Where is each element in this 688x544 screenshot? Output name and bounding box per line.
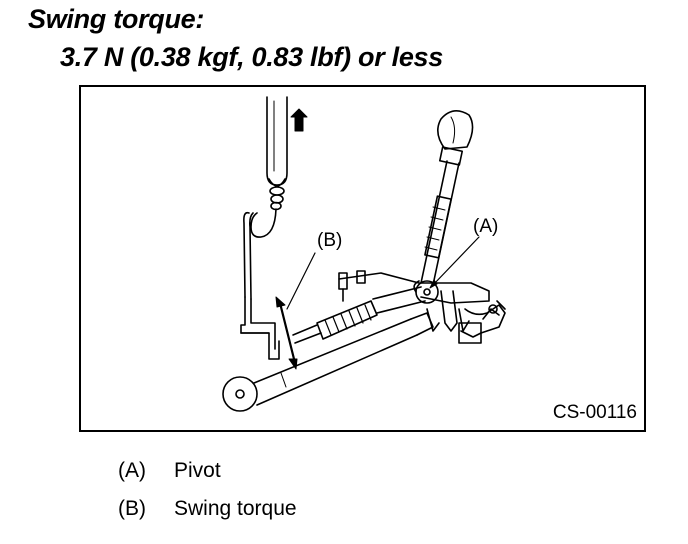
spring-scale [266, 96, 288, 211]
diagram-frame: (B) (A) CS-00116 [79, 85, 646, 432]
spec-value: 3.7 N (0.38 kgf, 0.83 lbf) or less [60, 42, 443, 72]
callout-b-label: (B) [317, 230, 343, 251]
upper-rod [292, 286, 426, 344]
legend-text: Pivot [174, 459, 221, 482]
mount-bracket [338, 270, 490, 332]
shift-lever-diagram [222, 96, 506, 412]
selector-housing [458, 300, 506, 344]
pull-up-arrow [290, 108, 308, 132]
legend-text: Swing torque [174, 497, 297, 520]
legend-key: (A) [118, 459, 146, 482]
swing-torque-arrow [275, 252, 316, 370]
pivot-ball [413, 236, 480, 304]
spec-title: Swing torque: [28, 4, 205, 34]
rubber-boot [316, 300, 378, 340]
figure-id: CS-00116 [552, 402, 637, 423]
hook-wire [240, 208, 280, 360]
shift-lever [420, 110, 474, 286]
legend-key: (B) [118, 497, 146, 520]
callout-a-label: (A) [473, 216, 499, 237]
